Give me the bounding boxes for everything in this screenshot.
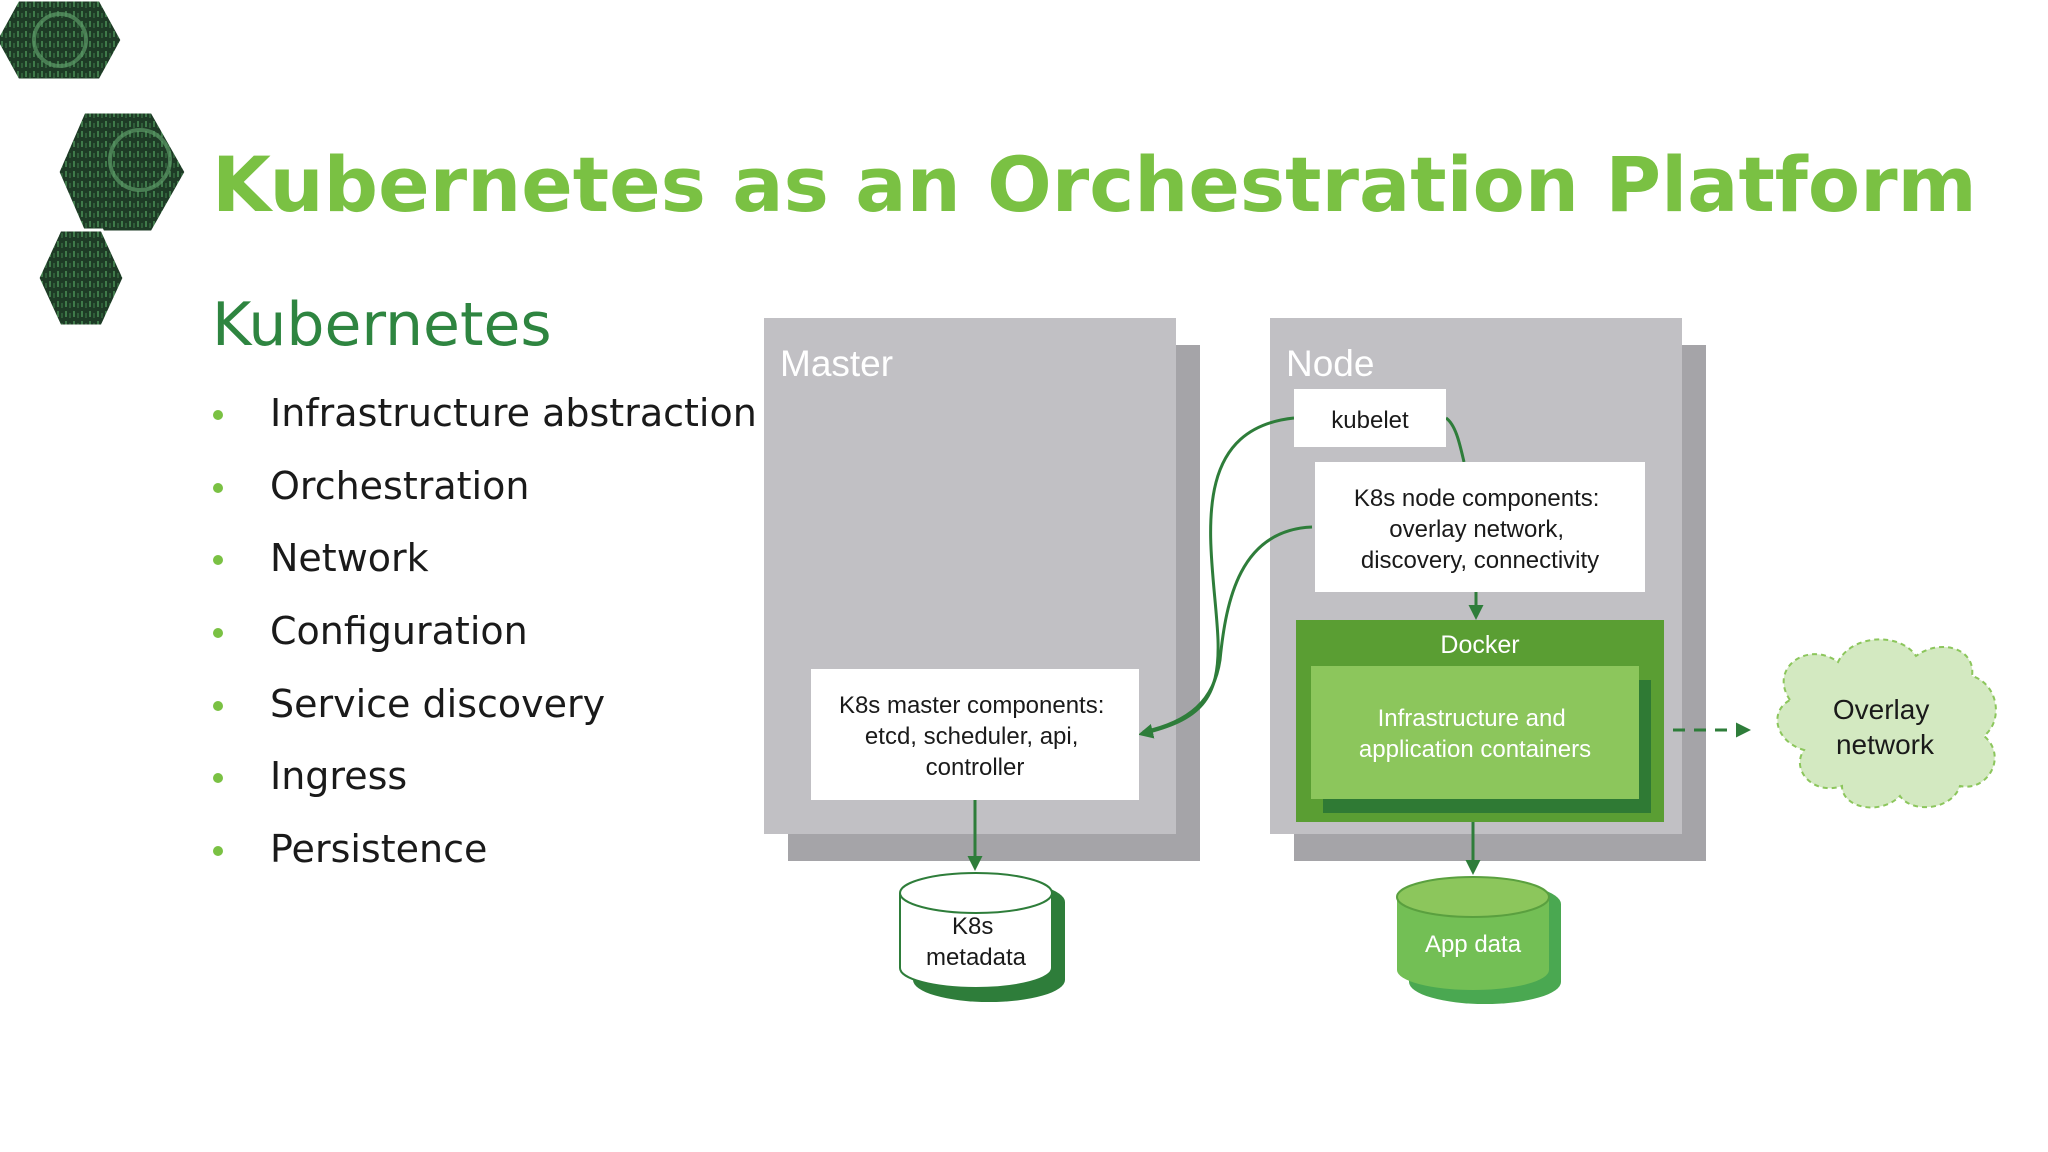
hexagon-shape	[0, 0, 124, 82]
node-components-text: K8s node components: overlay network, di…	[1354, 485, 1606, 574]
docker-box: Docker Infrastructure and application co…	[1296, 620, 1664, 822]
list-item-text: Persistence	[270, 827, 488, 872]
overlay-network-label: Overlay network	[1833, 694, 1937, 760]
hexagon-shape	[56, 110, 188, 234]
bullet-dot	[213, 773, 223, 784]
bullet-dot	[213, 482, 223, 493]
section-heading: Kubernetes	[212, 290, 552, 360]
hexagon-logo-graphic	[0, 0, 188, 328]
docker-label: Docker	[1440, 631, 1519, 659]
list-item-text: Service discovery	[270, 681, 606, 726]
node-components-box: K8s node components: overlay network, di…	[1315, 462, 1645, 592]
kubelet-to-master-connector	[1138, 416, 1295, 739]
master-components-box: K8s master components: etcd, scheduler, …	[811, 669, 1139, 800]
metadata-storage-cylinder: K8s metadata	[899, 872, 1065, 1002]
bullet-dot	[213, 628, 223, 639]
list-item: Infrastructure abstraction	[208, 380, 757, 453]
list-item-text: Ingress	[270, 754, 408, 799]
list-item: Persistence	[208, 816, 757, 889]
kubelet-box: kubelet	[1294, 389, 1446, 447]
node-label: Node	[1286, 343, 1374, 384]
list-item: Service discovery	[208, 671, 757, 744]
list-item-text: Network	[270, 536, 429, 581]
app-data-label: App data	[1425, 931, 1522, 958]
hexagon-shape	[36, 228, 126, 328]
kubelet-to-node-components-connector	[1445, 416, 1466, 463]
app-data-storage-cylinder: App data	[1396, 876, 1561, 1004]
master-components-text: K8s master components: etcd, scheduler, …	[839, 692, 1111, 781]
list-item: Ingress	[208, 743, 757, 816]
bullet-dot	[213, 410, 223, 420]
slide-title: Kubernetes as an Orchestration Platform	[212, 140, 1977, 229]
node-components-to-master-connector	[1142, 525, 1313, 734]
list-item: Orchestration	[208, 453, 757, 526]
bullet-dot	[213, 700, 223, 711]
kubelet-label: kubelet	[1331, 407, 1409, 434]
master-label: Master	[780, 343, 893, 384]
containers-text: Infrastructure and application container…	[1359, 705, 1591, 763]
bullet-dot	[213, 555, 223, 566]
bullet-dot	[213, 846, 223, 857]
list-item-text: Orchestration	[270, 463, 530, 508]
feature-list: Infrastructure abstraction Orchestration…	[208, 380, 757, 889]
list-item: Network	[208, 525, 757, 598]
overlay-network-cloud: Overlay network	[1776, 638, 1997, 809]
list-item-text: Infrastructure abstraction	[270, 391, 757, 435]
metadata-label: K8s metadata	[926, 913, 1027, 971]
list-item: Configuration	[208, 598, 757, 671]
list-item-text: Configuration	[270, 609, 528, 654]
